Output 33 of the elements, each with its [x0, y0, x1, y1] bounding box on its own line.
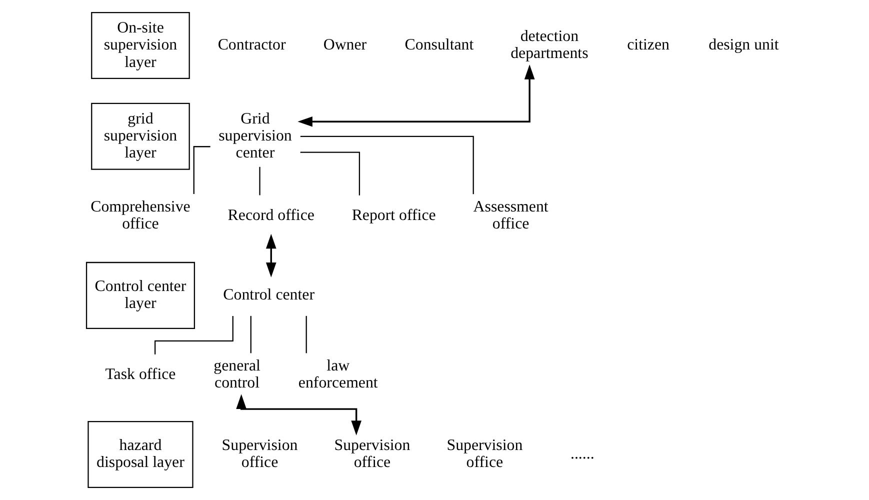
arrow	[265, 234, 276, 278]
node-text: Record office	[227, 207, 314, 224]
connector	[154, 316, 233, 354]
connector	[300, 152, 360, 196]
node-text: Assessment office	[472, 198, 548, 233]
node-text: Comprehensive office	[90, 198, 190, 233]
node-text: Control center	[222, 286, 314, 304]
node-text: Supervision office	[334, 437, 410, 472]
node-text: detection departments	[510, 28, 588, 62]
connector	[250, 316, 251, 354]
label: Supervision office	[221, 437, 298, 472]
label: Consultant	[404, 36, 474, 54]
node-text: Task office	[104, 366, 176, 384]
arrow	[236, 394, 361, 436]
label: Owner	[322, 36, 366, 54]
node-box: grid supervision layer	[90, 102, 190, 170]
node-text: Grid supervision center	[218, 110, 292, 162]
node-box: hazard disposal layer	[87, 420, 193, 488]
connector	[192, 146, 210, 194]
label: citizen	[626, 36, 669, 54]
connector	[305, 316, 306, 354]
label: Contractor	[217, 36, 286, 54]
node-text: general control	[213, 358, 260, 392]
node-box: On-site supervision layer	[90, 12, 190, 80]
node-text: law enforcement	[298, 358, 378, 392]
node-text: Report office	[351, 207, 436, 224]
connector	[300, 136, 474, 194]
label: ......	[570, 446, 594, 463]
connector	[258, 166, 260, 196]
arrow	[297, 64, 534, 127]
label: Supervision office	[446, 437, 522, 472]
node-box: Control center layer	[85, 262, 195, 329]
label: design unit	[708, 36, 778, 54]
